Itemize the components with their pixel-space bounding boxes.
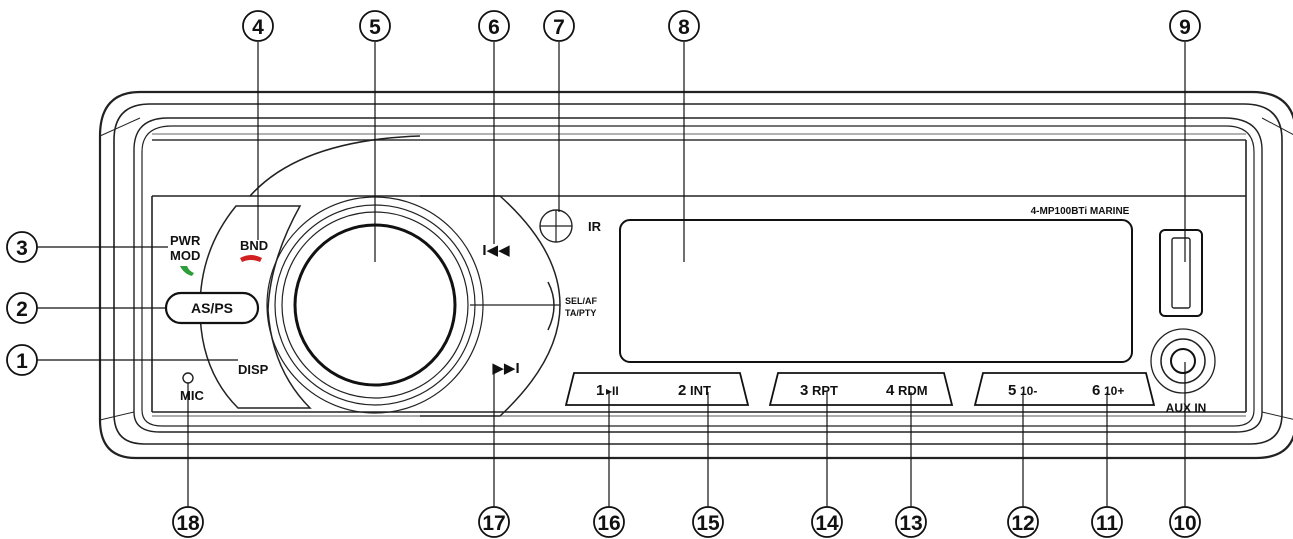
preset-button-1[interactable]: 1 ▸II bbox=[596, 382, 619, 399]
as-ps-label: AS/PS bbox=[191, 300, 233, 316]
next-track-icon: ▶▶I bbox=[492, 360, 519, 377]
preset-button-group-3 bbox=[973, 372, 1156, 406]
svg-text:6: 6 bbox=[488, 16, 500, 39]
pwr-label: PWR bbox=[170, 233, 201, 248]
preset-button-6[interactable]: 6 10+ bbox=[1092, 382, 1124, 399]
svg-text:11: 11 bbox=[1096, 512, 1119, 535]
callout-15: 15 bbox=[692, 506, 724, 538]
svg-text:8: 8 bbox=[678, 16, 690, 39]
preset-button-4[interactable]: 4 RDM bbox=[886, 382, 928, 399]
sel-bracket bbox=[547, 281, 555, 331]
ir-label: IR bbox=[588, 219, 602, 234]
front-bezel bbox=[98, 90, 1293, 460]
callout-3: 3 bbox=[6, 231, 38, 263]
previous-track-icon: I◀◀ bbox=[482, 242, 510, 259]
model-label: 4-MP100BTi MARINE bbox=[1031, 206, 1130, 217]
callout-11: 11 bbox=[1091, 506, 1123, 538]
svg-text:4: 4 bbox=[252, 16, 264, 39]
preset-button-group-1 bbox=[564, 372, 750, 406]
preset-5-label: 10- bbox=[1020, 384, 1037, 398]
preset-button-5[interactable]: 5 10- bbox=[1008, 382, 1037, 399]
callout-9: 9 bbox=[1169, 10, 1201, 42]
left-button-cluster bbox=[199, 205, 312, 409]
bnd-label: BND bbox=[240, 238, 268, 253]
preset-button-group-2 bbox=[768, 372, 954, 406]
preset-4-label: RDM bbox=[898, 383, 928, 398]
lcd-display bbox=[619, 219, 1133, 363]
ir-sensor bbox=[539, 209, 573, 243]
preset-4-number: 4 bbox=[886, 382, 895, 399]
preset-button-3[interactable]: 3 RPT bbox=[800, 382, 838, 399]
preset-3-number: 3 bbox=[800, 382, 808, 399]
mod-label: MOD bbox=[170, 248, 200, 263]
preset-2-label: INT bbox=[690, 383, 711, 398]
callout-6: 6 bbox=[478, 10, 510, 42]
phone-pickup-icon bbox=[180, 266, 194, 276]
face-plate bbox=[151, 133, 1247, 417]
svg-text:5: 5 bbox=[369, 16, 381, 39]
preset-button-2[interactable]: 2 INT bbox=[678, 382, 711, 399]
next-track-button[interactable]: ▶▶I bbox=[492, 360, 519, 377]
mic-label: MIC bbox=[180, 388, 204, 403]
callout-18: 18 bbox=[172, 506, 204, 538]
svg-text:1: 1 bbox=[16, 350, 28, 373]
previous-track-button[interactable]: I◀◀ bbox=[482, 242, 510, 259]
disp-label: DISP bbox=[238, 362, 269, 377]
preset-6-label: 10+ bbox=[1104, 384, 1124, 398]
svg-text:13: 13 bbox=[899, 512, 922, 535]
svg-text:12: 12 bbox=[1011, 512, 1034, 535]
callout-16: 16 bbox=[593, 506, 625, 538]
callout-1: 1 bbox=[6, 344, 38, 376]
svg-text:18: 18 bbox=[176, 512, 200, 535]
svg-text:16: 16 bbox=[597, 512, 620, 535]
svg-text:17: 17 bbox=[482, 512, 505, 535]
aux-in-label: AUX IN bbox=[1166, 401, 1207, 415]
callout-7: 7 bbox=[543, 10, 575, 42]
callout-4: 4 bbox=[242, 10, 274, 42]
usb-port[interactable] bbox=[1159, 229, 1203, 317]
svg-text:15: 15 bbox=[696, 512, 720, 535]
preset-5-number: 5 bbox=[1008, 382, 1016, 399]
seek-panel bbox=[420, 195, 561, 417]
mic-hole bbox=[182, 372, 194, 384]
phone-hangup-icon bbox=[240, 255, 262, 262]
callout-14: 14 bbox=[811, 506, 843, 538]
callout-10: 10 bbox=[1169, 506, 1201, 538]
svg-text:7: 7 bbox=[553, 16, 565, 39]
svg-text:9: 9 bbox=[1179, 16, 1191, 39]
callout-13: 13 bbox=[895, 506, 927, 538]
preset-1-label: ▸II bbox=[606, 384, 619, 398]
ta-pty-label: TA/PTY bbox=[565, 308, 596, 318]
callout-2: 2 bbox=[6, 292, 38, 324]
preset-2-number: 2 bbox=[678, 382, 686, 399]
callout-5: 5 bbox=[359, 10, 391, 42]
svg-text:10: 10 bbox=[1173, 512, 1196, 535]
sel-af-label: SEL/AF bbox=[565, 296, 598, 306]
preset-1-number: 1 bbox=[596, 382, 604, 399]
aux-jack[interactable] bbox=[1150, 328, 1216, 394]
as-ps-button[interactable]: AS/PS bbox=[164, 291, 260, 325]
callout-17: 17 bbox=[478, 506, 510, 538]
preset-3-label: RPT bbox=[812, 383, 838, 398]
callout-12: 12 bbox=[1007, 506, 1039, 538]
svg-text:14: 14 bbox=[815, 512, 839, 535]
preset-6-number: 6 bbox=[1092, 382, 1100, 399]
leader-lines bbox=[32, 42, 1186, 508]
svg-text:3: 3 bbox=[16, 237, 28, 260]
svg-text:2: 2 bbox=[16, 298, 28, 321]
callout-8: 8 bbox=[668, 10, 700, 42]
